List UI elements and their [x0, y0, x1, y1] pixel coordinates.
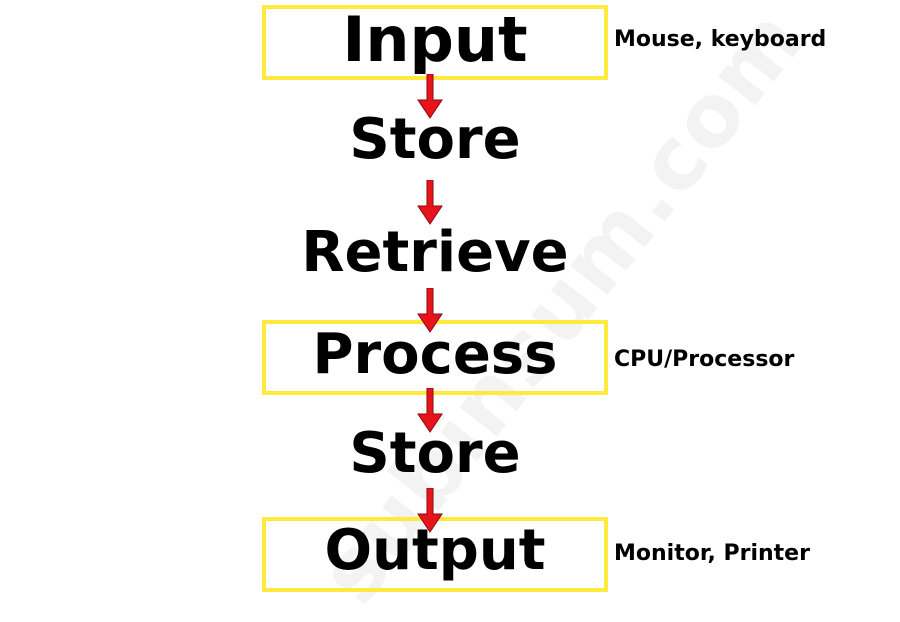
arrow-down-icon	[417, 180, 443, 225]
step-store-1: Store	[349, 107, 521, 172]
arrow-down-icon	[417, 488, 443, 533]
input-box	[262, 5, 608, 80]
step-output: Output	[324, 518, 546, 583]
step-retrieve: Retrieve	[301, 220, 569, 285]
note-output-devices: Monitor, Printer	[614, 541, 810, 566]
note-processor: CPU/Processor	[614, 347, 795, 372]
arrow-down-icon	[417, 74, 443, 119]
arrow-down-icon	[417, 388, 443, 433]
arrow-down-icon	[417, 288, 443, 333]
note-input-devices: Mouse, keyboard	[614, 27, 827, 52]
step-process: Process	[312, 322, 558, 387]
step-store-2: Store	[349, 421, 521, 486]
step-input: Input	[342, 3, 528, 76]
